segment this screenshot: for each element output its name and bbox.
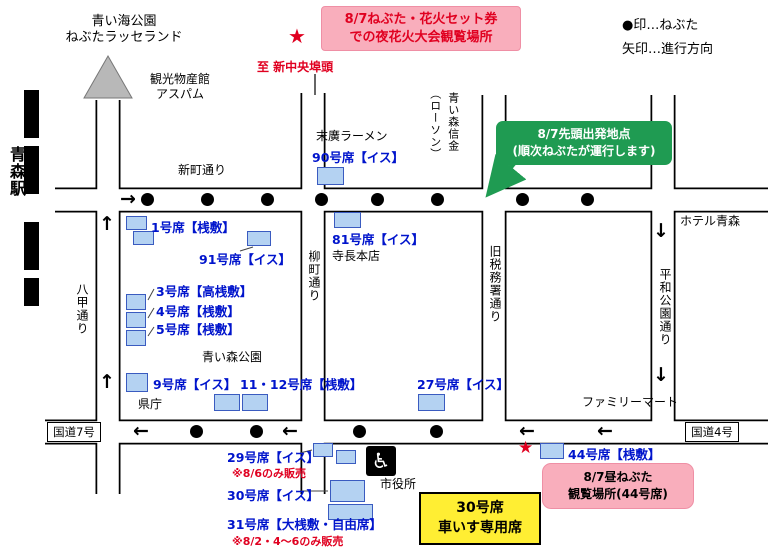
teracho-label: 寺長本店 xyxy=(332,249,381,263)
nebuta-marker xyxy=(190,425,203,438)
railway-line xyxy=(24,90,39,306)
seat-area-12 xyxy=(242,394,268,411)
aomori-station-label: 青森駅 xyxy=(7,146,26,197)
seat-note-29: ※8/6のみ販売 xyxy=(232,467,307,480)
seat-note-31: ※8/2・4～6のみ販売 xyxy=(232,535,344,548)
seat-label-44: 44号席【桟敷】 xyxy=(568,447,661,462)
daytime-viewing-callout: 8/7昼ねぶた 観覧場所(44号席) xyxy=(542,463,694,509)
wheelchair-icon: ♿ xyxy=(366,446,396,476)
route7-label: 国道7号 xyxy=(47,422,101,442)
seat-label-29: 29号席【イス】 xyxy=(227,450,320,465)
seat-label-30: 30号席【イス】 xyxy=(227,488,320,503)
nebuta-marker xyxy=(581,193,594,206)
nebuta-marker xyxy=(353,425,366,438)
direction-arrow-icon: ← xyxy=(519,420,535,442)
nebuta-marker xyxy=(431,193,444,206)
familymart-label: ファミリーマート xyxy=(582,395,679,409)
pref-office-label: 県庁 xyxy=(138,397,163,411)
seat-area-31 xyxy=(328,504,373,520)
wheelchair-seat-line1: 30号席 xyxy=(456,500,504,516)
fireworks-callout-line2: での夜花火大会観覧場所 xyxy=(349,29,493,45)
seat-area-3 xyxy=(126,294,146,310)
shinkin-label: 青い森信金 xyxy=(446,92,460,152)
label-connectors xyxy=(147,246,328,492)
central-park-label: 青い森公園 xyxy=(202,350,263,364)
direction-arrow-icon: ↑ xyxy=(99,371,115,393)
legend-direction: 矢印…進行方向 xyxy=(622,42,714,57)
direction-arrow-icon: ↓ xyxy=(653,220,669,242)
seat-area-29a xyxy=(313,443,333,457)
seat-label-4: 4号席【桟敷】 xyxy=(156,304,240,319)
street-heiwakoen-label: 平和公園通り xyxy=(658,268,672,346)
start-point-callout: 8/7先頭出発地点 (順次ねぶたが運行します) xyxy=(496,121,672,165)
nebuta-marker xyxy=(261,193,274,206)
daytime-viewing-line1: 8/7昼ねぶた xyxy=(583,470,653,484)
direction-arrow-icon: ← xyxy=(597,420,613,442)
direction-arrow-icon: ↓ xyxy=(653,364,669,386)
seat-area-1 xyxy=(126,216,147,230)
nebuta-marker xyxy=(430,425,443,438)
fireworks-callout-line1: 8/7ねぶた・花火セット券 xyxy=(344,12,498,27)
nebuta-marker xyxy=(315,193,328,206)
seat-label-81: 81号席【イス】 xyxy=(332,232,425,247)
start-point-line2: (順次ねぶたが運行します) xyxy=(512,143,656,158)
street-yanagimachi-label: 柳町通り xyxy=(307,250,321,302)
aspam-label: 観光物産館 アスパム xyxy=(149,72,210,101)
seat-area-91 xyxy=(247,231,271,246)
wheelchair-seat-line2: 車いす専用席 xyxy=(438,520,522,537)
city-hall-label: 市役所 xyxy=(380,477,417,491)
start-point-line1: 8/7先頭出発地点 xyxy=(537,127,631,141)
start-point-arrow-icon xyxy=(485,153,527,198)
seat-label-31: 31号席【大桟敷・自由席】 xyxy=(227,517,382,532)
daytime-viewing-line2: 観覧場所(44号席) xyxy=(568,486,668,501)
seat-area-27 xyxy=(418,394,445,411)
nebuta-marker xyxy=(201,193,214,206)
street-kyuzeimusho-label: 旧税務署通り xyxy=(488,245,502,323)
seat-area-4 xyxy=(126,312,146,328)
seat-area-9 xyxy=(126,373,148,392)
seat-area-30 xyxy=(330,480,365,502)
seat-area-1b xyxy=(133,231,154,245)
star-icon: ★ xyxy=(518,438,534,458)
seat-area-5 xyxy=(126,330,146,346)
shinkin-sub-label: （ローソン） xyxy=(428,88,442,160)
legend-nebuta: ●印…ねぶた xyxy=(622,18,699,33)
nebuta-marker xyxy=(371,193,384,206)
direction-arrow-icon: → xyxy=(120,188,136,210)
seat-area-11 xyxy=(214,394,240,411)
street-shinmachi-label: 新町通り xyxy=(178,163,227,177)
seat-area-90 xyxy=(317,167,344,185)
direction-arrow-icon: ← xyxy=(133,420,149,442)
seat-label-27: 27号席【イス】 xyxy=(417,377,510,392)
fireworks-callout: 8/7ねぶた・花火セット券 での夜花火大会観覧場所 xyxy=(321,6,521,52)
seat-label-3: 3号席【高桟敷】 xyxy=(156,284,253,299)
seat-label-11-12: 11・12号席【桟敷】 xyxy=(240,377,363,392)
wheelchair-seat-callout: 30号席 車いす専用席 xyxy=(419,492,541,545)
seat-label-5: 5号席【桟敷】 xyxy=(156,322,240,337)
nebuta-marker xyxy=(516,193,529,206)
north-park-label: 青い海公園 ねぶたラッセランド xyxy=(65,14,183,46)
seat-area-81 xyxy=(334,212,361,228)
seat-area-29b xyxy=(336,450,356,464)
seat-label-9: 9号席【イス】 xyxy=(153,377,237,392)
route4-label: 国道4号 xyxy=(685,422,739,442)
seat-label-91: 91号席【イス】 xyxy=(199,252,292,267)
direction-arrow-icon: ← xyxy=(282,420,298,442)
street-hakko-label: 八甲通り xyxy=(75,283,89,335)
direction-arrow-icon: ↑ xyxy=(99,213,115,235)
aspam-triangle-icon xyxy=(83,54,133,99)
seat-area-44 xyxy=(540,443,564,459)
seat-label-1: 1号席【桟敷】 xyxy=(151,220,235,235)
to-pier-label: 至 新中央埠頭 xyxy=(257,60,334,74)
road-fill xyxy=(45,93,768,494)
star-icon: ★ xyxy=(288,24,306,48)
nebuta-marker xyxy=(250,425,263,438)
nebuta-marker xyxy=(141,193,154,206)
hotel-label: ホテル青森 xyxy=(680,214,741,228)
ramen-label: 末廣ラーメン xyxy=(316,129,388,143)
seat-label-90: 90号席【イス】 xyxy=(312,150,405,165)
